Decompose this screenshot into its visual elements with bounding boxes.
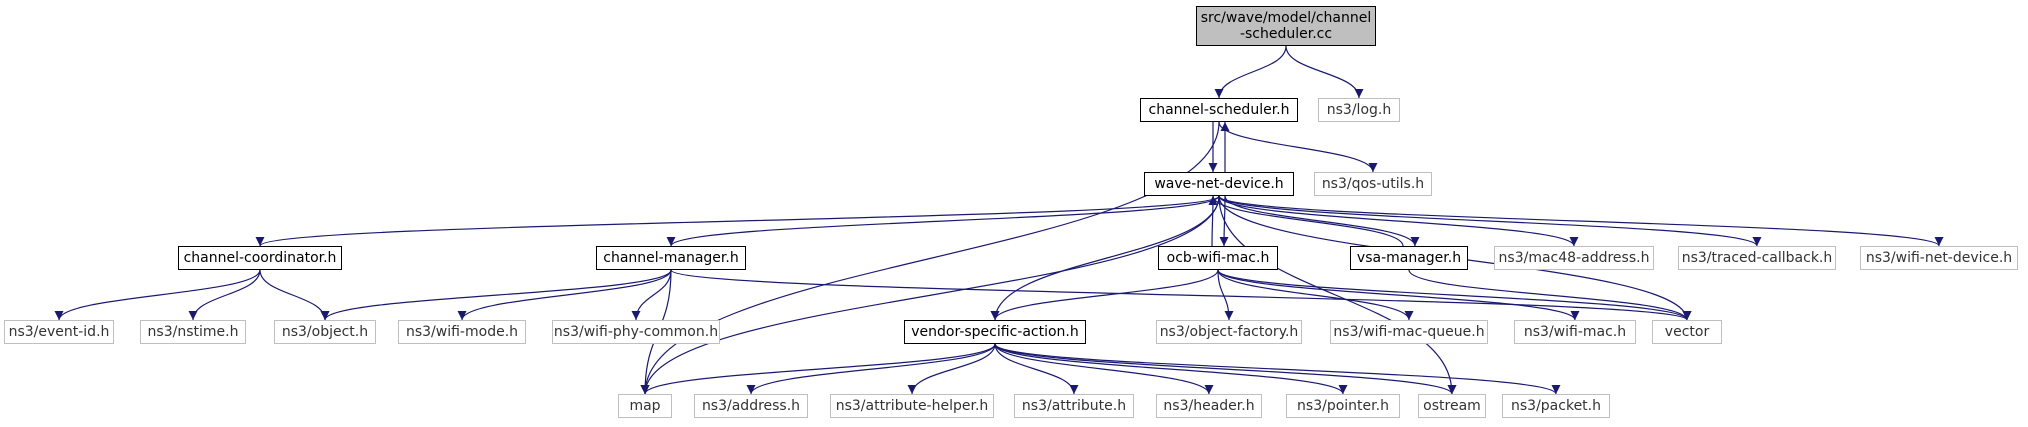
- node-label: channel-scheduler.h: [1148, 102, 1290, 118]
- node-label: ns3/attribute-helper.h: [835, 398, 989, 414]
- node-ns3-log-h[interactable]: ns3/log.h: [1318, 98, 1400, 122]
- node-ns3-object-h[interactable]: ns3/object.h: [274, 320, 376, 344]
- node-ns3-object-factory-h[interactable]: ns3/object-factory.h: [1156, 320, 1302, 344]
- edge-vendor_specific_action-to-packet: [994, 343, 1561, 395]
- node-ns3-wifi-phy-common-h[interactable]: ns3/wifi-phy-common.h: [552, 320, 720, 344]
- node-label: ns3/wifi-mac.h: [1523, 324, 1627, 340]
- node-ns3-header-h[interactable]: ns3/header.h: [1156, 394, 1262, 418]
- node-ocb-wifi-mac-h[interactable]: ocb-wifi-mac.h: [1158, 246, 1278, 270]
- edge-vendor_specific_action-to-attribute: [994, 343, 1079, 395]
- node-root-line-2: -scheduler.cc: [1239, 26, 1333, 42]
- edge-ocb_wifi_mac-to-vector: [1217, 269, 1692, 321]
- node-label: ns3/wifi-net-device.h: [1865, 250, 2013, 266]
- edge-vendor_specific_action-to-header: [994, 343, 1214, 395]
- node-label: ns3/mac48-address.h: [1498, 250, 1650, 266]
- node-ns3-address-h[interactable]: ns3/address.h: [694, 394, 808, 418]
- node-label: ns3/nstime.h: [147, 324, 239, 340]
- node-label: channel-manager.h: [603, 250, 739, 266]
- node-label: ostream: [1423, 398, 1481, 414]
- node-label: ns3/log.h: [1326, 102, 1392, 118]
- node-ns3-traced-callback-h[interactable]: ns3/traced-callback.h: [1678, 246, 1836, 270]
- node-label: ns3/wifi-mode.h: [405, 324, 519, 340]
- edge-channel_manager-to-vector: [670, 269, 1692, 321]
- edge-ocb_wifi_mac-to-wifi_mac: [1217, 269, 1580, 321]
- edge-channel_coordinator-to-object: [259, 269, 330, 321]
- edge-vendor_specific_action-to-ostream: [994, 343, 1457, 395]
- node-ns3-nstime-h[interactable]: ns3/nstime.h: [140, 320, 246, 344]
- edge-wave_net_device-to-channel_manager: [666, 195, 1220, 247]
- node-label: ns3/qos-utils.h: [1321, 176, 1425, 192]
- node-channel-manager-h[interactable]: channel-manager.h: [596, 246, 746, 270]
- node-ns3-wifi-mac-h[interactable]: ns3/wifi-mac.h: [1514, 320, 1636, 344]
- node-label: ns3/object.h: [281, 324, 369, 340]
- node-label: vendor-specific-action.h: [911, 324, 1079, 340]
- node-channel-coordinator-h[interactable]: channel-coordinator.h: [178, 246, 342, 270]
- edge-channel_coordinator-to-event_id: [54, 269, 261, 321]
- node-map[interactable]: map: [618, 394, 672, 418]
- edge-vendor_specific_action-to-address: [746, 343, 996, 395]
- edge-vendor_specific_action-to-map: [640, 343, 996, 395]
- node-label: vector: [1664, 324, 1710, 340]
- node-label: ocb-wifi-mac.h: [1166, 250, 1270, 266]
- edge-root-to-channel_scheduler: [1214, 45, 1287, 99]
- node-label: channel-coordinator.h: [183, 250, 337, 266]
- node-ns3-wifi-mode-h[interactable]: ns3/wifi-mode.h: [398, 320, 526, 344]
- node-label: ns3/pointer.h: [1297, 398, 1389, 414]
- edge-vsa_manager-to-wave_net_device: [1208, 195, 1404, 247]
- node-label: vsa-manager.h: [1356, 250, 1462, 266]
- node-ns3-attribute-helper-h[interactable]: ns3/attribute-helper.h: [830, 394, 994, 418]
- edge-ocb_wifi_mac-to-wave_net_device: [1208, 195, 1218, 247]
- node-ns3-event-id-h[interactable]: ns3/event-id.h: [4, 320, 114, 344]
- node-ns3-wifi-net-device-h[interactable]: ns3/wifi-net-device.h: [1860, 246, 2018, 270]
- node-ostream[interactable]: ostream: [1418, 394, 1486, 418]
- node-wave-net-device-h[interactable]: wave-net-device.h: [1144, 172, 1294, 196]
- edge-vsa_manager-to-vector: [1408, 269, 1692, 321]
- edge-channel_scheduler-to-qos_utils: [1218, 121, 1378, 173]
- edge-root-to-log: [1285, 45, 1364, 99]
- node-label: ns3/wifi-mac-queue.h: [1333, 324, 1485, 340]
- node-ns3-packet-h[interactable]: ns3/packet.h: [1502, 394, 1610, 418]
- edge-channel_manager-to-wifi_phy_common: [631, 269, 672, 321]
- edge-wave_net_device-to-wifi_net_device: [1218, 195, 1944, 247]
- node-vector[interactable]: vector: [1652, 320, 1722, 344]
- node-label: ns3/traced-callback.h: [1681, 250, 1833, 266]
- edge-ocb_wifi_mac-to-wifi_mac_queue: [1217, 269, 1414, 321]
- node-ns3-mac48-address-h[interactable]: ns3/mac48-address.h: [1494, 246, 1654, 270]
- edge-ocb_wifi_mac-to-object_factory: [1217, 269, 1234, 321]
- node-ns3-pointer-h[interactable]: ns3/pointer.h: [1286, 394, 1400, 418]
- edge-wave_net_device-to-ostream: [1218, 195, 1457, 395]
- node-root-line-1: src/wave/model/channel: [1200, 10, 1372, 26]
- edge-channel_manager-to-object: [320, 269, 672, 321]
- edge-wave_net_device-to-traced_callback: [1218, 195, 1762, 247]
- node-label: ns3/address.h: [701, 398, 801, 414]
- node-label: ns3/packet.h: [1511, 398, 1601, 414]
- node-channel-scheduler-h[interactable]: channel-scheduler.h: [1140, 98, 1298, 122]
- edge-vendor_specific_action-to-pointer: [994, 343, 1348, 395]
- node-vendor-specific-action-h[interactable]: vendor-specific-action.h: [904, 320, 1086, 344]
- edge-vendor_specific_action-to-attribute_helper: [907, 343, 996, 395]
- node-label: ns3/wifi-phy-common.h: [553, 324, 719, 340]
- node-label: ns3/object-factory.h: [1159, 324, 1299, 340]
- edge-wave_net_device-to-channel_coordinator: [255, 195, 1220, 247]
- node-vsa-manager-h[interactable]: vsa-manager.h: [1350, 246, 1468, 270]
- edge-channel_coordinator-to-nstime: [188, 269, 261, 321]
- edge-wave_net_device-to-mac48_address: [1218, 195, 1579, 247]
- edge-wave_net_device-to-map: [640, 195, 1220, 395]
- node-ns3-attribute-h[interactable]: ns3/attribute.h: [1014, 394, 1134, 418]
- edge-channel_manager-to-wifi_mode: [457, 269, 672, 321]
- node-label: wave-net-device.h: [1154, 176, 1284, 192]
- node-label: map: [629, 398, 661, 414]
- node-ns3-wifi-mac-queue-h[interactable]: ns3/wifi-mac-queue.h: [1330, 320, 1488, 344]
- edge-ocb_wifi_mac-to-vendor_specific_action: [990, 269, 1219, 321]
- node-label: ns3/attribute.h: [1021, 398, 1127, 414]
- node-label: ns3/event-id.h: [8, 324, 110, 340]
- node-root[interactable]: src/wave/model/channel -scheduler.cc: [1196, 6, 1376, 46]
- node-label: ns3/header.h: [1163, 398, 1255, 414]
- node-ns3-qos-utils-h[interactable]: ns3/qos-utils.h: [1314, 172, 1432, 196]
